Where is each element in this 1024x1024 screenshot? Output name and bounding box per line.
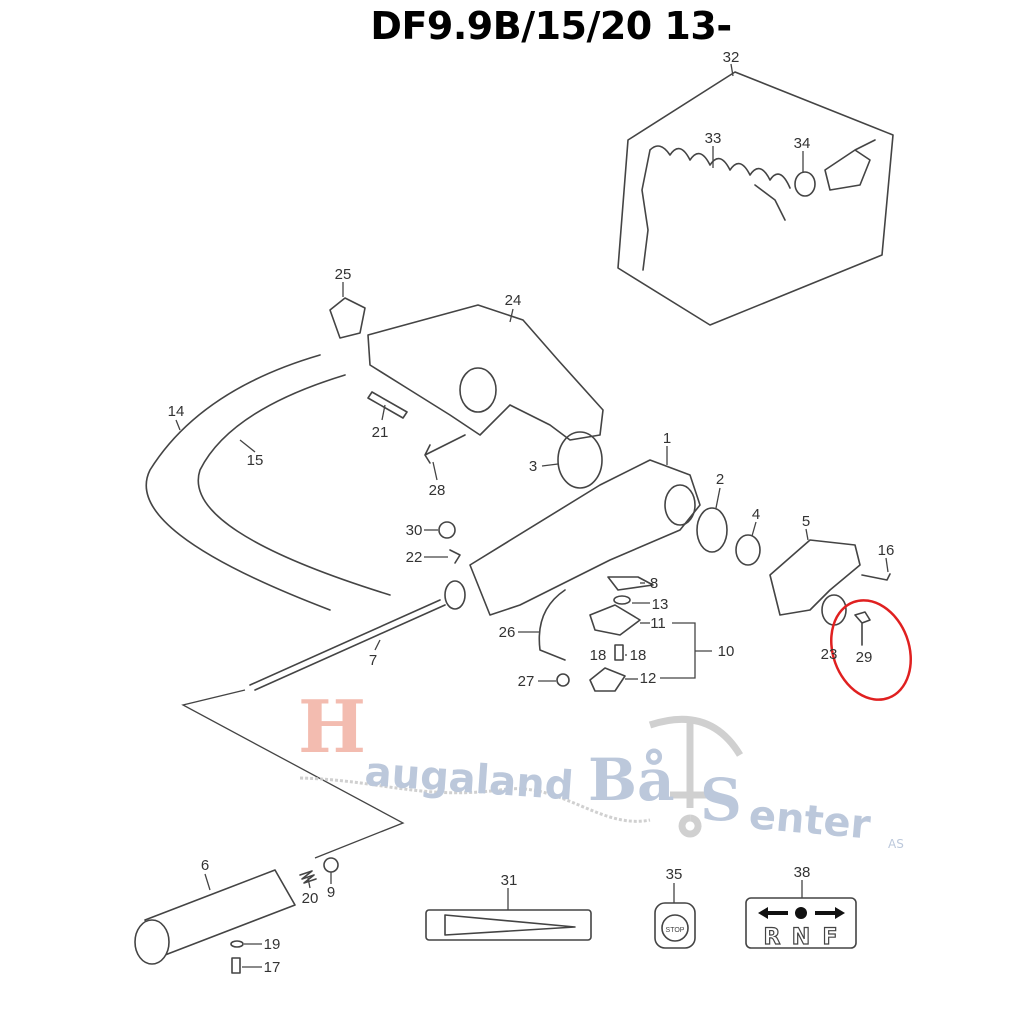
part-label-30: 30 [406, 522, 423, 539]
watermark-logo: H augaland Bå S enter AS [298, 684, 904, 851]
decal-letter-r: R [764, 925, 781, 950]
grommet-25 [329, 297, 366, 339]
part-label-19: 19 [264, 936, 281, 953]
stop-switch [824, 139, 876, 191]
watermark-h: H [298, 684, 366, 769]
part-label-10: 10 [718, 643, 735, 660]
washer-34 [794, 171, 816, 197]
stopper-5 [769, 539, 861, 616]
cable-14 [145, 354, 331, 611]
part-label-13: 13 [652, 596, 669, 613]
part-label-16: 16 [878, 542, 895, 559]
plug-9 [323, 857, 339, 873]
part-label-33: 33 [705, 130, 722, 147]
watermark-ba: Bå [588, 746, 675, 814]
lanyard-coil [641, 145, 791, 271]
watermark-word1: augaland [363, 749, 575, 809]
screw-17 [231, 957, 241, 974]
part-label-38: 38 [794, 864, 811, 881]
clip-22 [449, 549, 461, 564]
decal-35-stop [654, 902, 696, 949]
stop-decal-text: STOP [666, 927, 685, 934]
part-label-18: 18 [630, 647, 647, 664]
part-label-4: 4 [752, 506, 760, 523]
part-label-24: 24 [505, 292, 522, 309]
part-label-35: 35 [666, 866, 683, 883]
washer-2 [696, 507, 728, 553]
watermark-word2: enter [747, 792, 872, 848]
decal-38-rnf [745, 897, 857, 949]
bushing-3 [557, 431, 603, 489]
kit-box-32 [617, 71, 894, 326]
part-label-15: 15 [247, 452, 264, 469]
watermark-s: S [700, 766, 742, 834]
part-label-6: 6 [201, 857, 209, 874]
part-label-27: 27 [518, 673, 535, 690]
neutral-dot-icon [795, 907, 807, 919]
diagram-title: DF9.9B/15/20 13- [370, 4, 732, 48]
arrow-right-icon [815, 907, 845, 919]
part-label-28: 28 [429, 482, 446, 499]
washer-19 [230, 940, 244, 948]
part-label-2: 2 [716, 471, 724, 488]
cable-15 [197, 374, 391, 596]
part-label-8: 8 [650, 575, 658, 592]
part-label-14: 14 [168, 403, 185, 420]
part-label-34: 34 [794, 135, 811, 152]
spring-pin-21 [367, 391, 408, 419]
arrow-left-icon [758, 907, 788, 919]
part-label-9: 9 [327, 884, 335, 901]
part-label-20: 20 [302, 890, 319, 907]
bolt-28 [424, 434, 466, 464]
decal-letter-f: F [822, 925, 837, 950]
part-label-11: 11 [650, 615, 666, 632]
decal-letter-n: N [792, 925, 810, 950]
part-label-29: 29 [856, 649, 873, 666]
bushing-4 [735, 534, 761, 566]
part-label-31: 31 [501, 872, 518, 889]
part-label-7: 7 [369, 652, 377, 669]
wire-26 [538, 589, 566, 661]
part-label-12: 12 [640, 670, 657, 687]
part-label-18: 18 [590, 647, 607, 664]
part-label-22: 22 [406, 549, 423, 566]
watermark-suffix: AS [888, 837, 904, 851]
throttle-shaft-7 [249, 599, 446, 691]
part-label-17: 17 [264, 959, 281, 976]
part-label-5: 5 [802, 513, 810, 530]
part-label-23: 23 [821, 646, 838, 663]
decal-31 [425, 909, 592, 941]
spring-20 [299, 870, 317, 884]
tiller-handle-1 [469, 459, 701, 616]
bolt-16 [861, 573, 891, 581]
screw-27 [556, 673, 570, 687]
part-label-3: 3 [529, 458, 537, 475]
part-label-26: 26 [499, 624, 516, 641]
anchor-icon [648, 715, 744, 838]
bracket-10 [660, 622, 712, 679]
tiller-bracket-24 [367, 304, 604, 441]
highlight-circle-part-29 [830, 599, 912, 701]
pin-29 [854, 611, 871, 646]
clip-30 [438, 521, 456, 539]
part-label-25: 25 [335, 266, 352, 283]
part-label-21: 21 [372, 424, 389, 441]
part-label-32: 32 [723, 49, 740, 66]
part-label-1: 1 [663, 430, 671, 447]
